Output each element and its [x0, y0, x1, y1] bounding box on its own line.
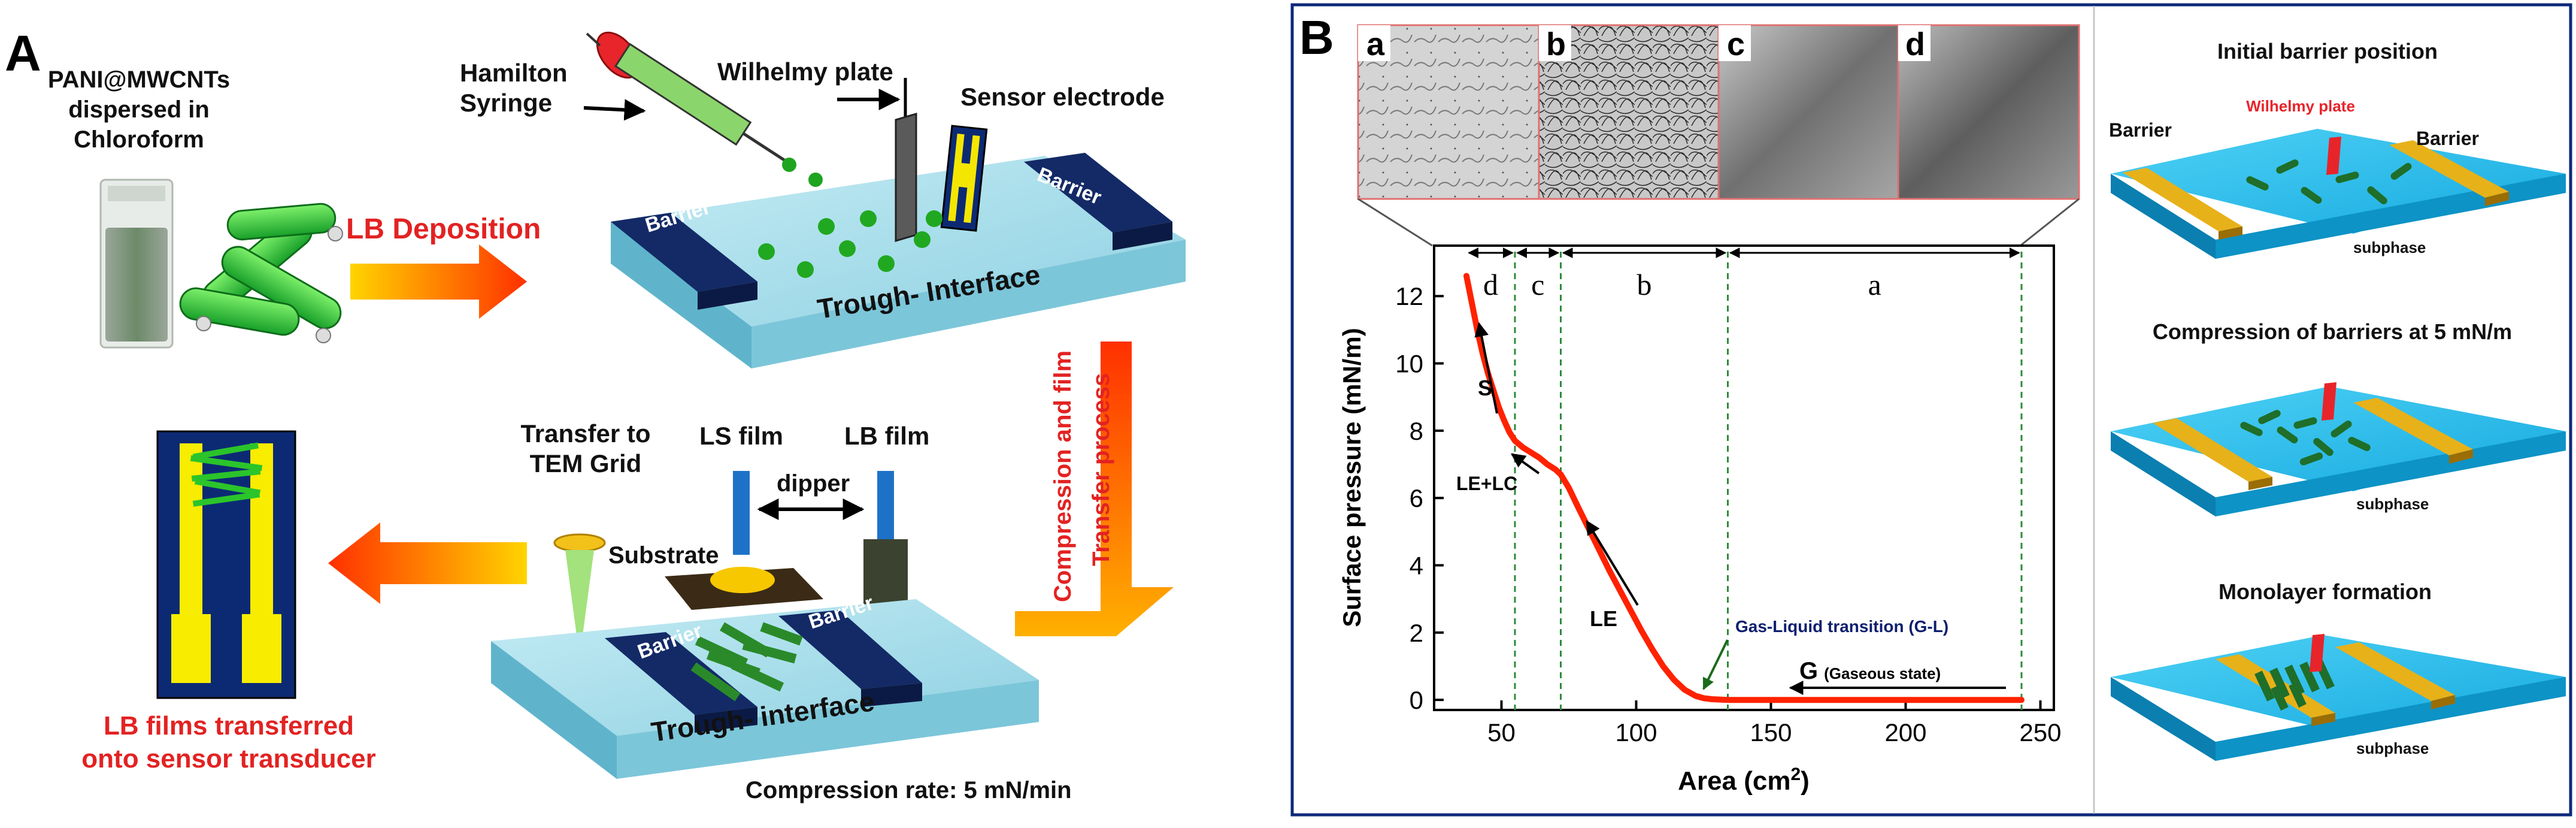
lb-film-dipper-icon — [863, 471, 908, 605]
svg-text:b: b — [1546, 26, 1566, 62]
svg-text:a: a — [1366, 26, 1385, 62]
schematic-title-initial: Initial barrier position — [2217, 39, 2438, 64]
y-tick-label: 10 — [1395, 350, 1423, 378]
y-tick-label: 6 — [1410, 484, 1423, 512]
transfer-tem-line1: Transfer to — [520, 419, 650, 448]
compression-rate-label: Compression rate: 5 mN/min — [745, 777, 1072, 803]
wilhelmy-plate-label: Wilhelmy plate — [717, 58, 893, 86]
tem-connector-right — [2020, 198, 2080, 247]
x-axis-title: Area (cm2) — [1678, 764, 1810, 796]
transfer-tem-line2: TEM Grid — [530, 449, 642, 478]
isotherm-curve — [1463, 273, 2025, 703]
phase-label-lelc: LE+LC — [1456, 473, 1517, 494]
vial-caption-line1: PANI@MWCNTs — [48, 67, 230, 93]
y-tick-label: 4 — [1410, 552, 1423, 580]
vial-caption-line2: dispersed in — [68, 96, 210, 123]
schematic-title-monolayer: Monolayer formation — [2219, 579, 2432, 604]
ls-film-label: LS film — [699, 422, 783, 450]
syringe-label-line1: Hamilton — [460, 59, 568, 87]
x-tick-label: 150 — [1750, 718, 1792, 747]
sensor-electrode-icon — [940, 125, 988, 232]
y-tick-label: 2 — [1410, 619, 1423, 647]
region-label: c — [1531, 268, 1544, 301]
svg-text:c: c — [1727, 26, 1745, 62]
panel-a: A PANI@MWCNTs dispersed in Chloroform — [5, 25, 1186, 803]
phase-label-le: LE — [1590, 606, 1617, 631]
x-axis-ticks: 50 100 150 200 250 — [1487, 700, 2062, 747]
syringe-pointer-arrow — [583, 99, 646, 121]
x-tick-label: 100 — [1615, 718, 1657, 747]
nanotube-bundle-icon — [179, 203, 343, 343]
y-tick-label: 12 — [1395, 282, 1423, 310]
schematic-subphase-1: subphase — [2353, 238, 2426, 256]
panel-a-label: A — [5, 25, 41, 81]
y-axis-ticks: 0 2 4 6 8 10 12 — [1395, 282, 1444, 714]
panel-b-label: B — [1299, 11, 1334, 64]
y-tick-label: 8 — [1410, 417, 1423, 445]
vial-image — [99, 179, 174, 349]
ls-film-dipper-icon — [665, 471, 823, 610]
lb-film-label: LB film — [844, 422, 929, 450]
schematic-subphase-3: subphase — [2356, 739, 2429, 757]
y-tick-label: 0 — [1410, 686, 1423, 714]
schematic-wilhelmy-label: Wilhelmy plate — [2246, 97, 2355, 115]
tem-image-c: c — [1717, 24, 1899, 200]
x-tick-label: 200 — [1884, 718, 1926, 747]
vial-caption-line3: Chloroform — [74, 126, 204, 153]
schematic-compression: Compression of barriers at 5 mN/m subpha… — [2111, 319, 2566, 516]
sensor-transducer-icon — [156, 430, 296, 699]
phase-arrow-le — [1586, 519, 1639, 606]
substrate-label: Substrate — [608, 542, 719, 569]
tem-image-a: a — [1357, 24, 1540, 200]
x-tick-label: 50 — [1487, 718, 1516, 747]
top-trough — [611, 153, 1186, 368]
schematic-barrier-right: Barrier — [2416, 128, 2479, 149]
side-arrow-text-line2: Transfer process — [1088, 373, 1114, 566]
transfer-left-arrow — [328, 522, 527, 604]
schematic-initial: Initial barrier position Wilhelmy plate … — [2109, 39, 2566, 259]
phase-label-g: G(Gaseous state) — [1799, 658, 1941, 684]
compressed-film-icon — [690, 622, 803, 702]
sensor-electrode-label: Sensor electrode — [960, 83, 1165, 111]
tem-image-d: d — [1897, 24, 2080, 200]
floating-particles — [758, 210, 942, 278]
hamilton-syringe-icon — [586, 31, 790, 164]
region-label: d — [1483, 268, 1498, 301]
y-axis-title: Surface pressure (mN/m) — [1338, 328, 1366, 627]
bottom-trough — [491, 599, 1039, 779]
lb-deposition-arrow — [350, 244, 527, 319]
phase-label-gl: Gas-Liquid transition (G-L) — [1735, 617, 1948, 636]
lb-deposition-label: LB Deposition — [346, 213, 541, 245]
wilhelmy-plate-icon — [895, 112, 917, 243]
dipper-label: dipper — [777, 470, 850, 497]
phase-arrow-lelc — [1511, 453, 1540, 475]
phase-arrow-gl — [1702, 639, 1729, 690]
lb-transferred-line1: LB films transferred — [104, 711, 354, 741]
phase-arrow-s — [1474, 322, 1498, 414]
plot-area — [1433, 244, 2055, 711]
schematic-monolayer: Monolayer formation subphase — [2111, 579, 2566, 761]
syringe-label-line2: Syringe — [460, 89, 552, 117]
schematic-barrier-left: Barrier — [2109, 119, 2172, 141]
lb-transferred-line2: onto sensor transducer — [81, 744, 375, 773]
x-tick-label: 250 — [2019, 718, 2061, 747]
svg-text:d: d — [1905, 26, 1925, 62]
schematic-title-compression: Compression of barriers at 5 mN/m — [2153, 319, 2512, 344]
side-arrow-text-line1: Compression and film — [1050, 350, 1076, 602]
region-label: a — [1868, 268, 1881, 301]
tem-image-b: b — [1538, 24, 1720, 200]
tem-connector-left — [1357, 198, 1433, 247]
schematic-subphase-2: subphase — [2356, 495, 2429, 513]
region-label: b — [1637, 268, 1652, 301]
